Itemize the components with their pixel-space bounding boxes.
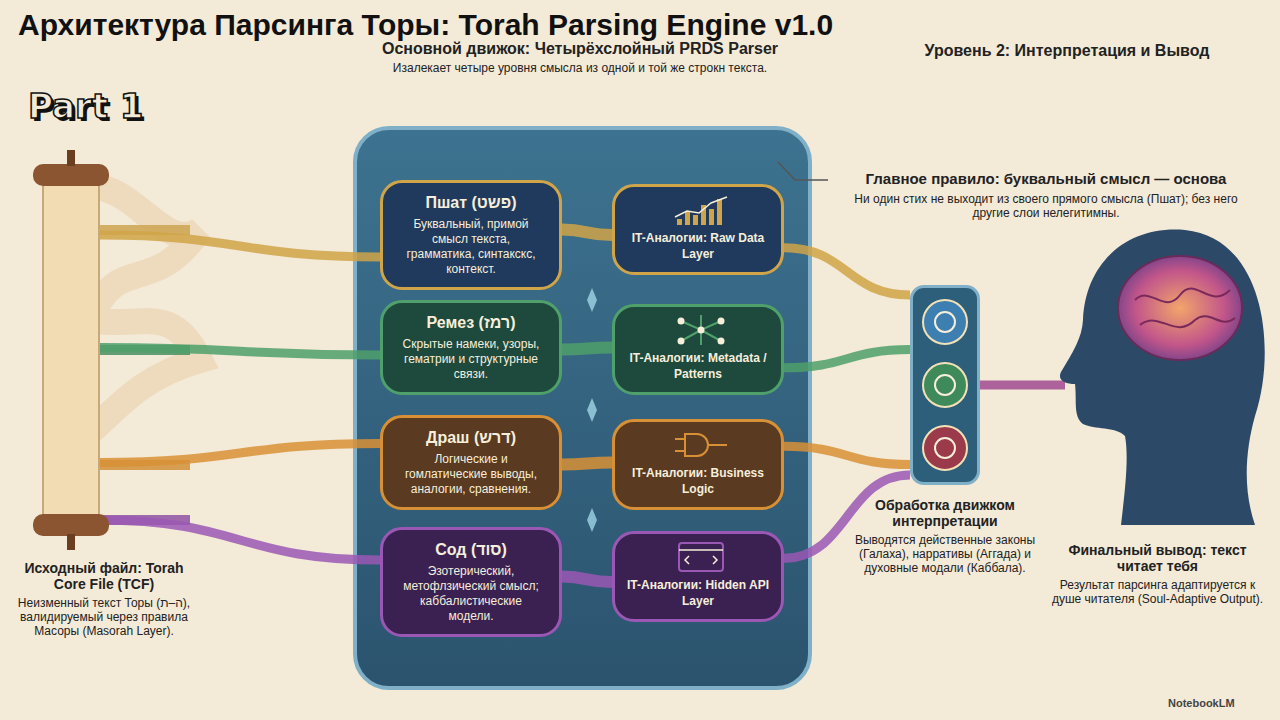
scroll-node: Исходный файл: Torah Core File (TCF) Неиз…	[15, 150, 193, 700]
head-caption: Финальный вывод: текст читает тебяРезуль…	[1045, 190, 1270, 606]
node-heading: Финальный вывод: текст читает тебя	[1045, 542, 1270, 574]
flow-ribbon	[100, 520, 380, 560]
brain-glyph	[935, 312, 955, 332]
source-caption: Исходный файл: Torah Core File (TCF) Неиз…	[15, 560, 193, 642]
dot	[718, 318, 725, 325]
handle	[67, 150, 75, 166]
roller	[33, 164, 109, 186]
it-analogy: IT-Аналогии: Raw Data Layer	[625, 231, 771, 262]
it-node: IT-Аналогии: Raw Data Layer	[612, 184, 784, 275]
panel-node: Ремез (רמז) Скрытые намеки, узоры, гематр…	[380, 300, 562, 395]
processor-box	[910, 285, 980, 485]
dot	[698, 327, 705, 334]
node-body: Результат парсинга адаптируется к душе ч…	[1045, 578, 1270, 606]
flow-ribbon	[100, 444, 380, 463]
flow-ribbon	[562, 577, 612, 582]
it-icon	[671, 313, 731, 347]
window	[679, 543, 723, 571]
level-heading: Уровень 2: Интерпретация и Вывод	[862, 42, 1272, 60]
brain-folds	[1135, 289, 1235, 328]
it-analogy: IT-Аналогии: Metadata / Patterns	[625, 351, 771, 382]
layer-description: Буквальный, примой смысл текста, граммат…	[397, 217, 545, 277]
panel-node: Сод (סוד) Эзотерический, метофлзический с…	[380, 527, 562, 637]
node-body: Выводятся действенные законы (Галаха), н…	[850, 533, 1040, 575]
dot	[678, 318, 685, 325]
layer-name: Сод (סוד)	[397, 540, 545, 560]
parchment	[43, 180, 99, 520]
engine-circle	[923, 426, 967, 470]
proc-node: Обработка движком интерпретацииВыводятся…	[850, 285, 1040, 579]
head-node: Финальный вывод: текст читает тебяРезуль…	[1045, 190, 1270, 610]
dot	[718, 338, 725, 345]
processor-icons	[913, 288, 977, 482]
code-mark	[679, 550, 723, 564]
engine-node: Основной движок: Четырёхслойный PRDS Par…	[340, 40, 820, 690]
bar	[677, 219, 682, 225]
links	[681, 315, 721, 345]
layer-name: Драш (דרש)	[397, 428, 545, 448]
leader-line	[778, 162, 828, 180]
callout-heading: Главное правило: буквальный смысл — осно…	[836, 170, 1256, 187]
layer-description: Логические и гомлатические выводы, анало…	[397, 452, 545, 497]
brain-glyph	[935, 438, 955, 458]
layer-name: Ремез (רמז)	[397, 313, 545, 333]
engine-circle	[923, 363, 967, 407]
roller	[33, 514, 109, 536]
node-heading: Исходный файл: Torah Core File (TCF)	[15, 560, 193, 592]
engine-heading: Основной движок: Четырёхслойный PRDS Par…	[340, 40, 820, 58]
trend	[675, 197, 727, 217]
panel-node: Пшат (פשט) Буквальный, примой смысл текст…	[380, 180, 562, 290]
bar	[709, 209, 714, 225]
part-label: Part 1	[28, 86, 228, 126]
bar	[693, 215, 698, 225]
it-node: IT-Аналогии: Metadata / Patterns	[612, 304, 784, 395]
head-silhouette	[1060, 230, 1265, 525]
engine-circle	[923, 300, 967, 344]
handle	[67, 534, 75, 550]
sparkles	[587, 288, 597, 532]
flow-ribbon	[562, 463, 612, 465]
node-heading: Обработка движком интерпретации	[850, 497, 1040, 529]
it-analogy: IT-Аналогии: Hidden API Layer	[625, 578, 771, 609]
processor-caption: Обработка движком интерпретацииВыводятся…	[850, 285, 1040, 575]
layer-name: Пшат (פשט)	[397, 193, 545, 213]
flow-ribbon	[562, 348, 612, 350]
logic-gate	[675, 434, 727, 456]
diagram-title: Архитектура Парсинга Торы: Torah Parsing…	[18, 8, 833, 42]
it-analogy: IT-Аналогии: Business Logic	[625, 466, 771, 497]
engine-frame	[355, 128, 810, 688]
frame-guides	[560, 232, 610, 575]
it-node: IT-Аналогии: Business Logic	[612, 419, 784, 510]
flow-ribbon	[784, 248, 910, 295]
flow-ribbon	[784, 446, 910, 464]
watermark: NotebookLM	[1168, 697, 1268, 709]
it-icon	[671, 193, 731, 227]
brain	[1118, 256, 1242, 360]
dot	[678, 338, 685, 345]
it-node: IT-Аналогии: Hidden API Layer	[612, 531, 784, 622]
torah-scroll	[15, 150, 135, 550]
layer-description: Скрытые намеки, узоры, гематрии и структ…	[397, 337, 545, 382]
callout-body: Ни один стих не выходит из своего прямог…	[836, 192, 1256, 220]
layer-description: Эзотерический, метофлзический смысл; каб…	[397, 564, 545, 624]
it-icon	[671, 428, 731, 462]
panel-node: Драш (דרש) Логические и гомлатические выв…	[380, 415, 562, 510]
node-body: Неизменный текст Торы (ה–ת), валидируемы…	[15, 596, 193, 638]
engine-subtitle: Изалекает четыре уровня смысла из одной …	[340, 61, 820, 75]
brain-glyph	[935, 375, 955, 395]
head-illustration	[1045, 190, 1270, 530]
it-icon	[671, 540, 731, 574]
flow-ribbon	[100, 235, 380, 257]
flow-ribbon	[562, 230, 612, 235]
flow-ribbon	[784, 350, 910, 368]
bar	[685, 211, 690, 225]
flow-ribbon	[980, 381, 1065, 390]
flow-ribbon	[100, 348, 380, 356]
bar	[717, 199, 722, 225]
